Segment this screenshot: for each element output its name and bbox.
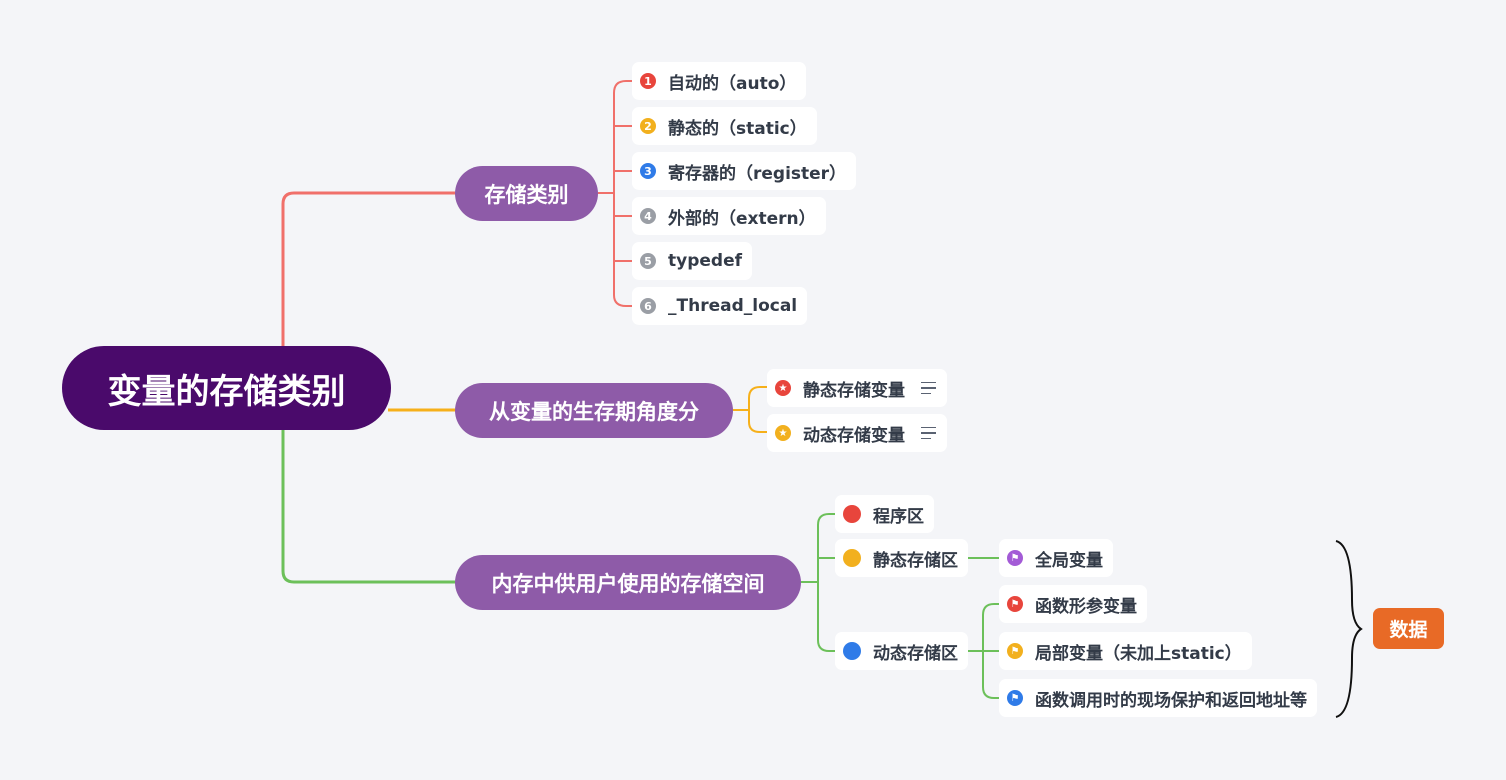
topic-label: 程序区 (873, 506, 924, 527)
topic-static-storage-variable[interactable]: ★ 静态存储变量 (767, 369, 947, 407)
dot-blue-icon (843, 642, 861, 660)
connector-root-branch1 (281, 191, 455, 346)
topic-typedef[interactable]: 5 typedef (632, 242, 753, 280)
topic-static-storage-area[interactable]: 静态存储区 (835, 539, 968, 577)
dot-yellow-icon (843, 549, 861, 567)
topic-label: 动态存储区 (873, 643, 958, 664)
topic-register[interactable]: 3 寄存器的（register） (632, 152, 857, 190)
flag-yellow-icon: ⚑ (1007, 643, 1023, 659)
number-1-icon: 1 (640, 73, 656, 89)
branch-lifetime[interactable]: 从变量的生存期角度分 (455, 383, 733, 438)
number-6-icon: 6 (640, 298, 656, 314)
topic-label: 函数调用时的现场保护和返回地址等 (1035, 690, 1307, 711)
topic-function-parameter[interactable]: ⚑ 函数形参变量 (999, 585, 1147, 623)
root-topic[interactable]: 变量的存储类别 (62, 346, 391, 430)
topic-label: 静态存储区 (873, 550, 958, 571)
summary-topic[interactable]: 数据 (1373, 608, 1444, 649)
topic-label: 动态存储变量 (803, 425, 905, 446)
flag-red-icon: ⚑ (1007, 596, 1023, 612)
notes-icon[interactable] (921, 381, 936, 395)
star-red-icon: ★ (775, 380, 791, 396)
topic-label: typedef (668, 251, 743, 271)
topic-label: _Thread_local (668, 296, 798, 316)
number-2-icon: 2 (640, 118, 656, 134)
branch-label: 内存中供用户使用的存储空间 (491, 571, 765, 596)
star-yellow-icon: ★ (775, 425, 791, 441)
topic-label: 函数形参变量 (1035, 596, 1137, 617)
notes-icon[interactable] (921, 426, 936, 440)
summary-brace (1335, 540, 1363, 718)
topic-static[interactable]: 2 静态的（static） (632, 107, 817, 145)
summary-label: 数据 (1389, 619, 1428, 641)
branch-label: 存储类别 (484, 182, 569, 207)
flag-purple-icon: ⚑ (1007, 550, 1023, 566)
topic-dynamic-storage-variable[interactable]: ★ 动态存储变量 (767, 414, 947, 452)
topic-label: 寄存器的（register） (668, 163, 847, 184)
topic-label: 静态存储变量 (803, 380, 905, 401)
connector-branch1-children (598, 80, 632, 307)
number-5-icon: 5 (640, 253, 656, 269)
topic-label: 全局变量 (1035, 550, 1103, 571)
topic-label: 局部变量（未加上static） (1035, 643, 1242, 664)
topic-label: 外部的（extern） (668, 208, 816, 229)
topic-dynamic-storage-area[interactable]: 动态存储区 (835, 632, 968, 670)
topic-global-variable[interactable]: ⚑ 全局变量 (999, 539, 1113, 577)
connector-branch2-children (733, 386, 767, 433)
dot-red-icon (843, 505, 861, 523)
topic-label: 静态的（static） (668, 118, 807, 139)
number-3-icon: 3 (640, 163, 656, 179)
connector-root-branch3 (281, 430, 455, 584)
topic-program-area[interactable]: 程序区 (835, 495, 934, 533)
topic-label: 自动的（auto） (668, 73, 797, 94)
topic-local-variable[interactable]: ⚑ 局部变量（未加上static） (999, 632, 1252, 670)
flag-blue-icon: ⚑ (1007, 690, 1023, 706)
branch-label: 从变量的生存期角度分 (489, 399, 699, 424)
branch-storage-class[interactable]: 存储类别 (455, 166, 598, 221)
branch-memory-space[interactable]: 内存中供用户使用的存储空间 (455, 555, 801, 610)
topic-extern[interactable]: 4 外部的（extern） (632, 197, 826, 235)
number-4-icon: 4 (640, 208, 656, 224)
root-topic-label: 变量的存储类别 (107, 371, 346, 412)
connector-branch3-children (801, 513, 999, 699)
topic-thread-local[interactable]: 6 _Thread_local (632, 287, 808, 325)
topic-call-context[interactable]: ⚑ 函数调用时的现场保护和返回地址等 (999, 679, 1317, 717)
topic-auto[interactable]: 1 自动的（auto） (632, 62, 807, 100)
